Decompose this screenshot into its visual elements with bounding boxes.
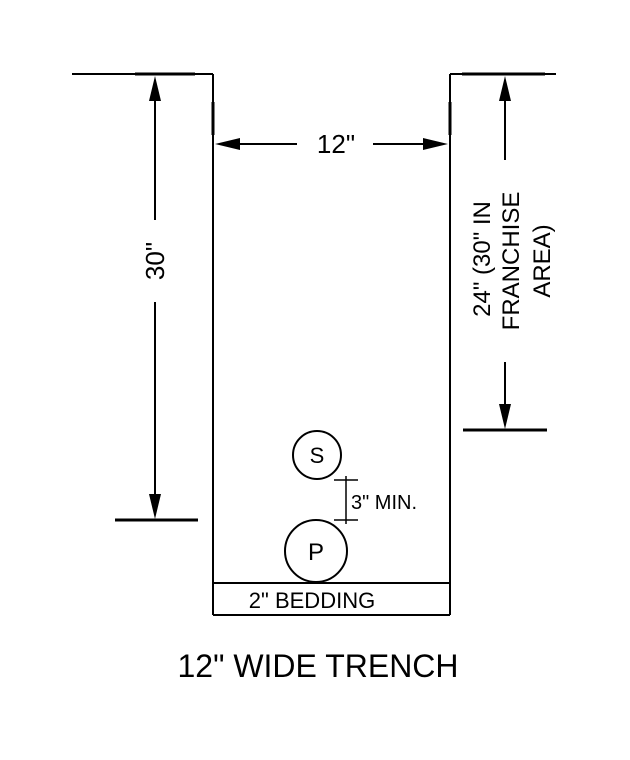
- width-dimension-label: 12": [317, 129, 355, 159]
- depth-dimension-label: 30": [140, 242, 170, 280]
- separation-label: 3" MIN.: [351, 492, 417, 514]
- width-arrow-left: [215, 138, 240, 150]
- franchise-label-line-3: AREA): [529, 224, 556, 297]
- franchise-arrow-bottom: [499, 404, 511, 429]
- depth-arrow-top: [149, 76, 161, 101]
- upper-pipe: [292, 430, 342, 480]
- lower-pipe: [284, 519, 348, 583]
- franchise-arrow-top: [499, 76, 511, 101]
- franchise-label-line-1: 24" (30" IN: [469, 201, 496, 317]
- lower-pipe-label: P: [308, 539, 324, 566]
- width-arrow-right: [423, 138, 448, 150]
- depth-arrow-bottom: [149, 494, 161, 519]
- franchise-label-line-2: FRANCHISE: [498, 192, 525, 331]
- drawing-title: 12" WIDE TRENCH: [177, 648, 458, 684]
- upper-pipe-label: S: [310, 443, 325, 468]
- bedding-label: 2" BEDDING: [249, 588, 375, 613]
